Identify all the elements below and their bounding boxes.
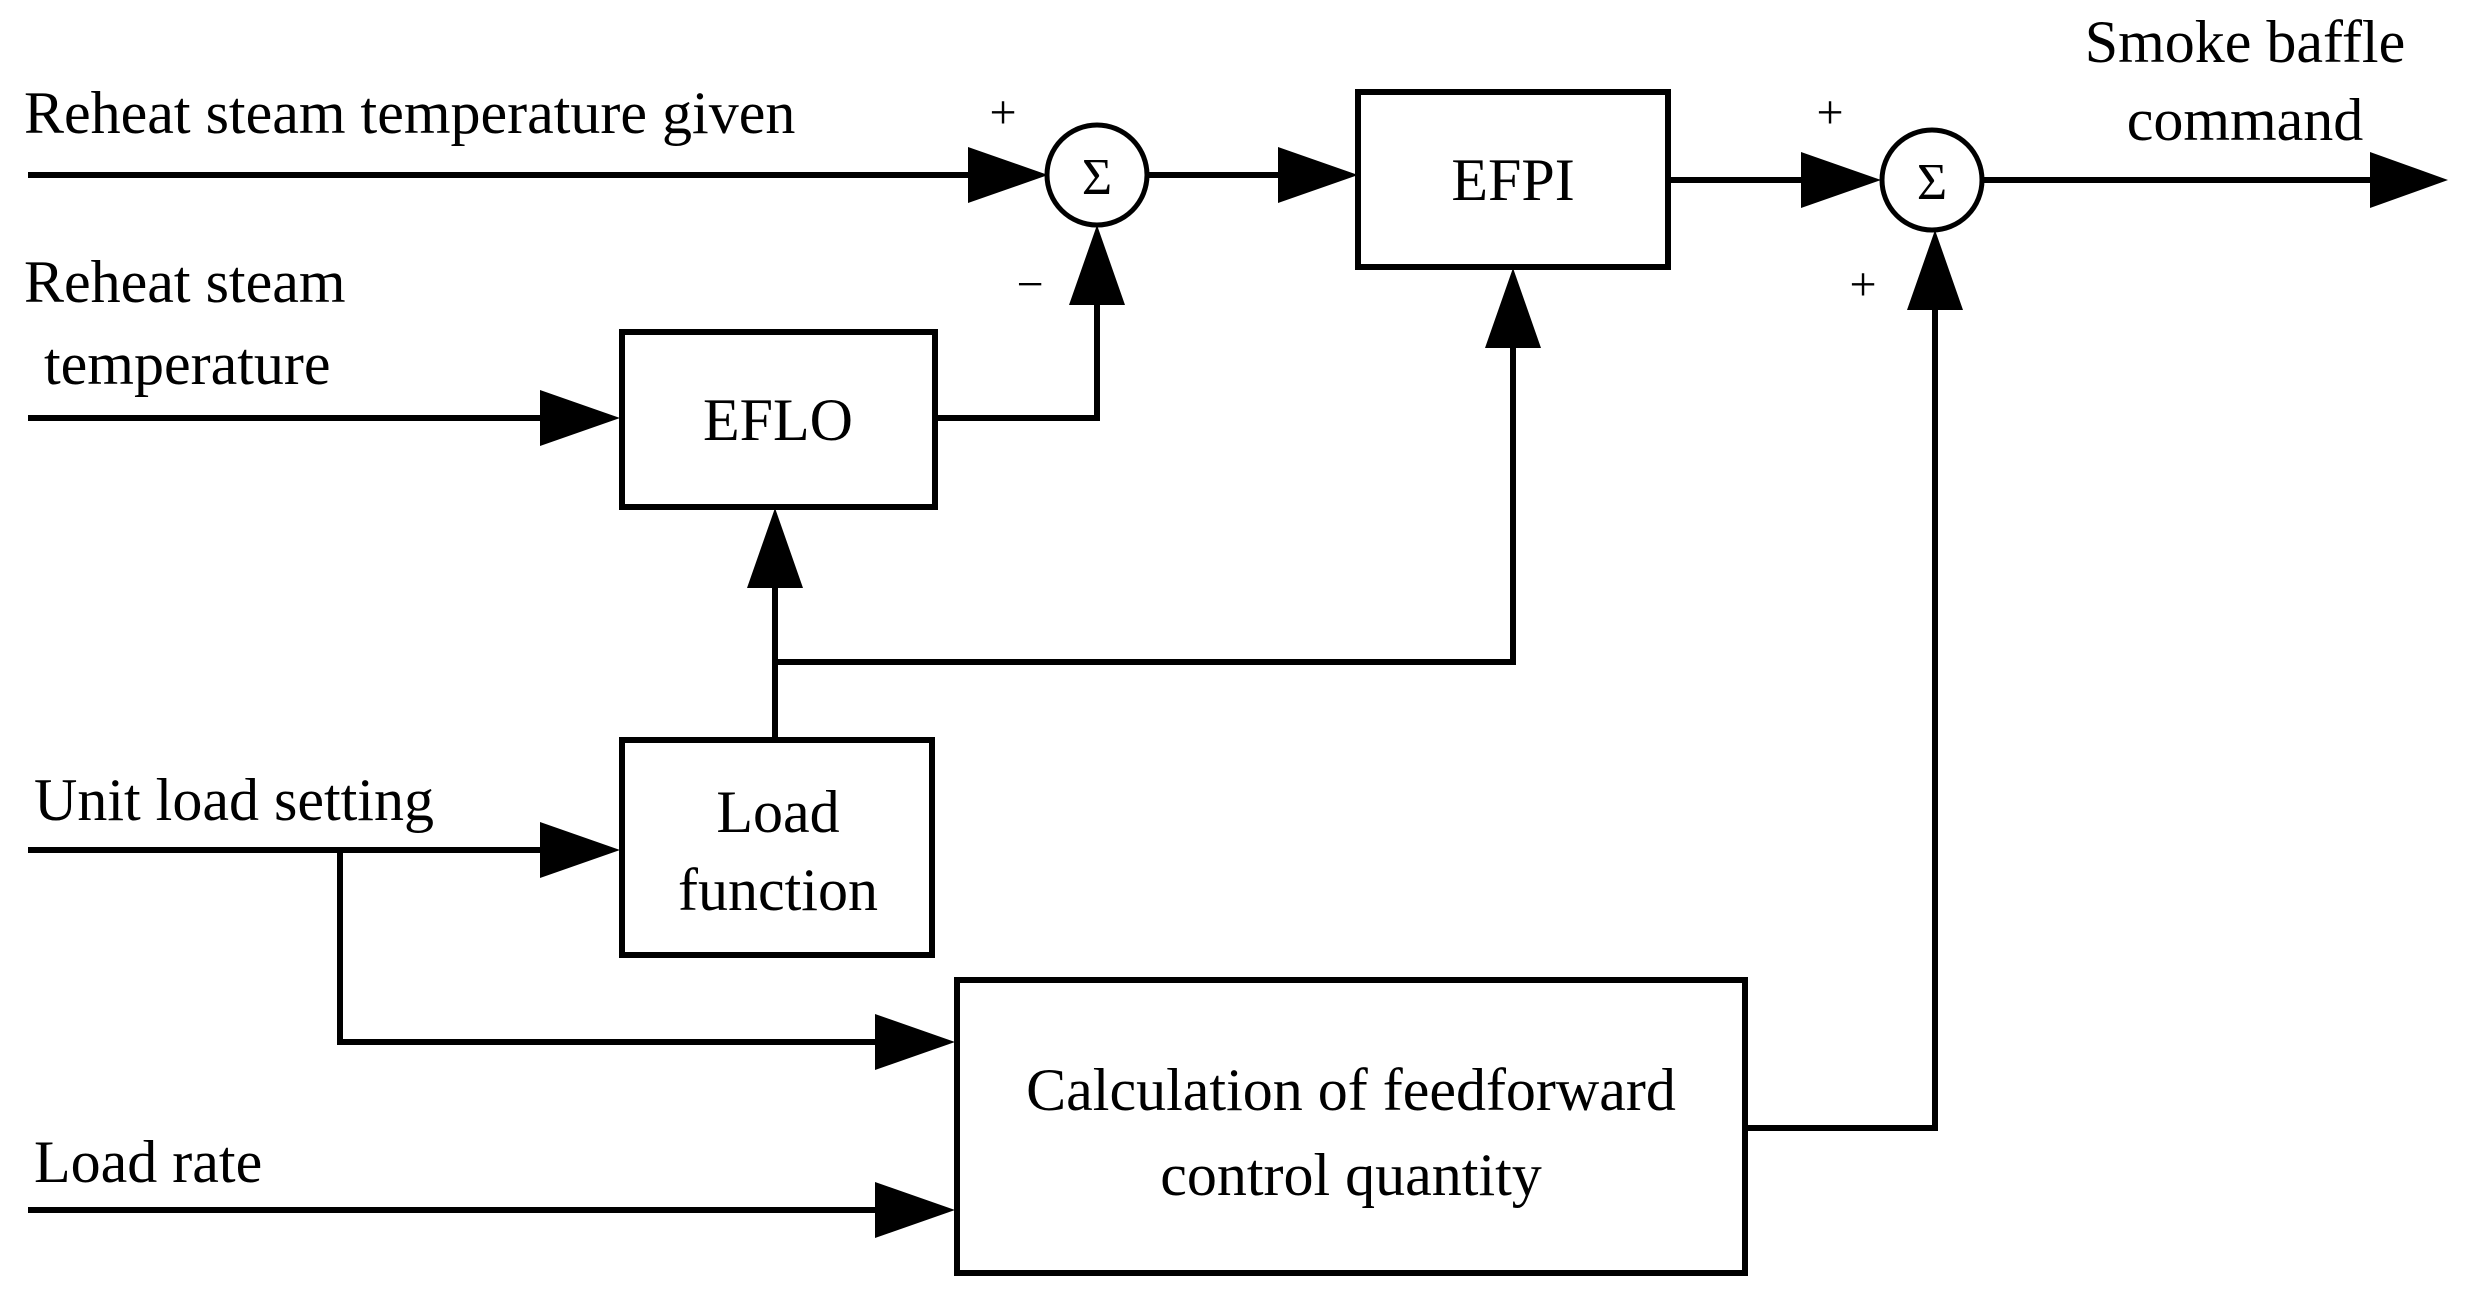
wire-feedforward-to-sum2 bbox=[1745, 295, 1938, 1131]
wire-unit-load-branch bbox=[337, 850, 890, 1045]
eflo-label: EFLO bbox=[703, 387, 853, 453]
input-label-reheat-temp-line1: Reheat steam bbox=[24, 249, 346, 315]
sum1-sigma: Σ bbox=[1082, 149, 1112, 206]
eflo-box bbox=[619, 329, 938, 510]
sum2-circle bbox=[1879, 127, 1985, 233]
sum1-circle bbox=[1044, 122, 1150, 228]
load-function-box bbox=[619, 737, 935, 958]
arrow-into-efpi bbox=[1278, 147, 1358, 203]
arrow-into-loadfn bbox=[540, 822, 620, 878]
sum2-plus-sign-top: + bbox=[1816, 86, 1843, 139]
output-label-line1: Smoke baffle bbox=[2085, 9, 2405, 75]
arrow-into-feedforward-bottom bbox=[875, 1182, 955, 1238]
input-label-load-rate: Load rate bbox=[34, 1129, 262, 1195]
load-function-label-line1: Load bbox=[716, 779, 839, 845]
efpi-block: EFPI bbox=[1355, 89, 1671, 270]
input-label-reheat-given: Reheat steam temperature given bbox=[24, 80, 795, 146]
sum1-minus-sign: − bbox=[1016, 258, 1043, 311]
sum2-plus-sign-bottom: + bbox=[1849, 258, 1876, 311]
arrow-output bbox=[2370, 152, 2448, 208]
arrow-into-eflo-bottom bbox=[747, 508, 803, 588]
load-function-block: Load function bbox=[619, 737, 935, 958]
arrow-into-efpi-bottom bbox=[1485, 268, 1541, 348]
output-label-line2: command bbox=[2127, 87, 2364, 153]
arrow-into-eflo-left bbox=[540, 390, 620, 446]
input-label-unit-load: Unit load setting bbox=[34, 767, 434, 833]
feedforward-label-line2: control quantity bbox=[1160, 1142, 1542, 1208]
sum1-plus-sign: + bbox=[989, 86, 1016, 139]
arrow-into-sum2-bottom bbox=[1907, 230, 1963, 310]
feedforward-label-line1: Calculation of feedforward bbox=[1026, 1057, 1676, 1123]
feedforward-box bbox=[954, 977, 1748, 1276]
arrow-into-sum2-left bbox=[1801, 152, 1881, 208]
summing-junction-2: Σ bbox=[1879, 127, 1985, 233]
efpi-label: EFPI bbox=[1451, 147, 1574, 213]
arrow-into-feedforward-top bbox=[875, 1014, 955, 1070]
load-function-label-line2: function bbox=[678, 857, 878, 923]
wire-loadfn-to-efpi bbox=[775, 340, 1516, 665]
summing-junction-1: Σ bbox=[1044, 122, 1150, 228]
efpi-box bbox=[1355, 89, 1671, 270]
feedforward-block: Calculation of feedforward control quant… bbox=[954, 977, 1748, 1276]
input-label-reheat-temp-line2: temperature bbox=[44, 331, 331, 397]
eflo-block: EFLO bbox=[619, 329, 938, 510]
arrow-into-sum1-left bbox=[968, 147, 1048, 203]
sum2-sigma: Σ bbox=[1917, 154, 1947, 211]
arrow-into-sum1-bottom bbox=[1069, 225, 1125, 305]
wire-eflo-to-sum1 bbox=[935, 290, 1100, 421]
